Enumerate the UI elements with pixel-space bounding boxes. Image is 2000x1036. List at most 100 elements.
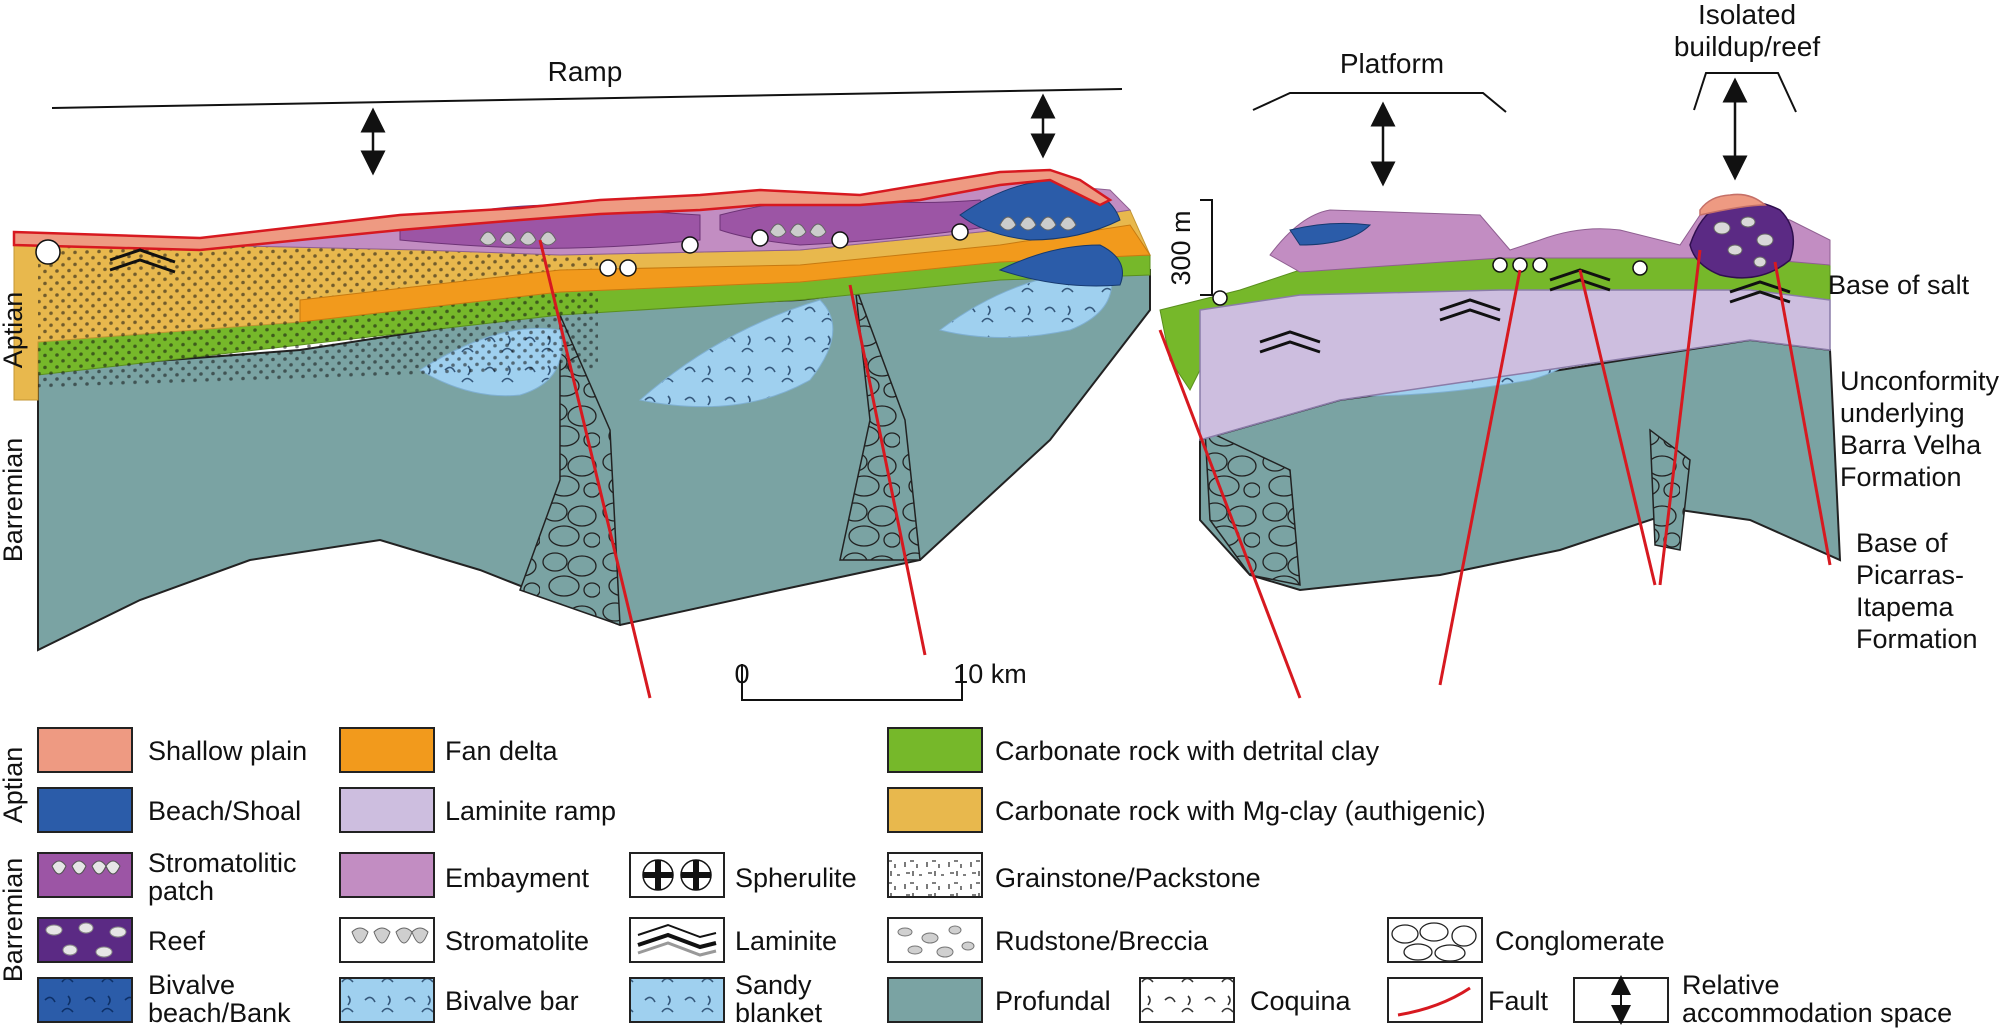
legend-item-shallow-plain: Shallow plain bbox=[37, 727, 307, 773]
svg-text:Bivalve: Bivalve bbox=[148, 970, 235, 1000]
fault-line bbox=[538, 239, 652, 699]
bivalve-bar bbox=[938, 269, 1113, 338]
scale-start-label: 0 bbox=[734, 659, 749, 689]
platform-setting: Platform bbox=[1252, 48, 1507, 187]
fault-line bbox=[848, 284, 927, 656]
base-of-salt-label: Base of salt bbox=[1828, 270, 1970, 300]
svg-text:blanket: blanket bbox=[735, 998, 823, 1028]
legend-item-carbonate-mg: Carbonate rock with Mg-clay (authigenic) bbox=[887, 787, 1486, 833]
svg-text:Beach/Shoal: Beach/Shoal bbox=[148, 796, 301, 826]
svg-text:Fan delta: Fan delta bbox=[445, 736, 559, 766]
svg-text:Laminite: Laminite bbox=[735, 926, 837, 956]
legend-item-sandy-blanket: Sandy blanket bbox=[629, 970, 823, 1028]
legend-item-spherulite: Spherulite bbox=[629, 852, 857, 898]
legend-item-laminite-ramp: Laminite ramp bbox=[339, 787, 616, 833]
svg-text:Shallow plain: Shallow plain bbox=[148, 736, 307, 766]
aptian-section-label: Aptian bbox=[0, 292, 28, 369]
faults bbox=[538, 239, 1832, 699]
legend-item-profundal: Profundal bbox=[887, 977, 1111, 1023]
svg-text:Coquina: Coquina bbox=[1250, 986, 1352, 1016]
svg-text:Profundal: Profundal bbox=[995, 986, 1111, 1016]
fault-line bbox=[1438, 269, 1522, 686]
base-picarras-line2: Picarras- bbox=[1856, 560, 1964, 590]
svg-text:Carbonate rock with Mg-clay (a: Carbonate rock with Mg-clay (authigenic) bbox=[995, 796, 1486, 826]
svg-text:Stromatolite: Stromatolite bbox=[445, 926, 589, 956]
isolated-label-line2: buildup/reef bbox=[1674, 31, 1821, 62]
fault-line bbox=[1158, 329, 1302, 699]
legend-item-coquina: Coquina bbox=[1139, 977, 1352, 1023]
legend-item-stromatolite: Stromatolite bbox=[339, 917, 589, 963]
ramp-setting: Ramp bbox=[51, 56, 1123, 176]
vertical-scale-label: 300 m bbox=[1166, 210, 1196, 285]
isolated-label-line1: Isolated bbox=[1698, 0, 1796, 30]
unconformity-line4: Formation bbox=[1840, 462, 1962, 492]
legend-item-rudstone: Rudstone/Breccia bbox=[887, 917, 1209, 963]
svg-text:Reef: Reef bbox=[148, 926, 206, 956]
legend-item-fault: Fault bbox=[1387, 977, 1549, 1023]
legend-item-reef: Reef bbox=[37, 917, 206, 963]
stromatolite-cluster bbox=[479, 216, 1077, 246]
svg-text:beach/Bank: beach/Bank bbox=[148, 998, 291, 1028]
legend: Aptian Barremian Shallow plain Beach/Sho… bbox=[0, 727, 1952, 1028]
legend-item-embayment: Embayment bbox=[339, 852, 590, 898]
conglomerate-wedge bbox=[839, 284, 921, 561]
base-picarras-line1: Base of bbox=[1856, 528, 1948, 558]
laminite-ramp-body bbox=[1199, 289, 1831, 441]
svg-text:Spherulite: Spherulite bbox=[735, 863, 857, 893]
svg-text:accommodation space: accommodation space bbox=[1682, 998, 1952, 1028]
legend-aptian-label: Aptian bbox=[0, 747, 28, 824]
legend-item-stromatolitic-patch: Stromatolitic patch bbox=[37, 848, 297, 906]
svg-text:Relative: Relative bbox=[1682, 970, 1780, 1000]
shallow-plain-body bbox=[1699, 193, 1768, 216]
svg-text:Sandy: Sandy bbox=[735, 970, 812, 1000]
fault-line bbox=[1773, 261, 1832, 566]
beach-shoal-body bbox=[1289, 222, 1372, 246]
spherulite-symbols bbox=[35, 223, 1648, 306]
scale-end-label: 10 km bbox=[953, 659, 1027, 689]
svg-text:Embayment: Embayment bbox=[445, 863, 590, 893]
conglomerate-wedge bbox=[519, 314, 621, 627]
base-picarras-line4: Formation bbox=[1856, 624, 1978, 654]
ramp-label: Ramp bbox=[548, 56, 623, 87]
legend-item-conglomerate: Conglomerate bbox=[1387, 917, 1665, 963]
svg-text:Conglomerate: Conglomerate bbox=[1495, 926, 1665, 956]
svg-text:Grainstone/Packstone: Grainstone/Packstone bbox=[995, 863, 1261, 893]
legend-item-bivalve-bar: Bivalve bar bbox=[339, 977, 579, 1023]
barremian-section-label: Barremian bbox=[0, 438, 28, 563]
bivalve-bar bbox=[638, 299, 834, 408]
isolated-buildup-setting: Isolated buildup/reef bbox=[1674, 0, 1821, 181]
vertical-scale-bar: 300 m bbox=[1166, 199, 1213, 296]
shallow-plain-body bbox=[12, 168, 1113, 252]
legend-barremian-label: Barremian bbox=[0, 858, 28, 983]
svg-text:Bivalve bar: Bivalve bar bbox=[445, 986, 579, 1016]
svg-text:Rudstone/Breccia: Rudstone/Breccia bbox=[995, 926, 1209, 956]
svg-text:Laminite ramp: Laminite ramp bbox=[445, 796, 616, 826]
legend-item-carbonate-detrital: Carbonate rock with detrital clay bbox=[887, 727, 1380, 773]
svg-text:patch: patch bbox=[148, 876, 214, 906]
legend-item-beach-shoal: Beach/Shoal bbox=[37, 787, 301, 833]
right-side-labels: Base of salt Unconformity underlying Bar… bbox=[1828, 270, 2000, 654]
fault-line bbox=[1658, 249, 1702, 586]
fan-delta-body bbox=[299, 224, 1151, 323]
cross-section bbox=[12, 168, 1842, 699]
svg-text:Carbonate rock with detrital c: Carbonate rock with detrital clay bbox=[995, 736, 1380, 766]
beach-shoal-body bbox=[998, 244, 1123, 287]
reef-clasts bbox=[1713, 216, 1774, 268]
svg-text:Fault: Fault bbox=[1488, 986, 1549, 1016]
legend-item-accommodation: Relative accommodation space bbox=[1573, 970, 1952, 1028]
unconformity-line3: Barra Velha bbox=[1840, 430, 1982, 460]
unconformity-line1: Unconformity bbox=[1840, 366, 2000, 396]
platform-label: Platform bbox=[1340, 48, 1444, 79]
profundal-body bbox=[1199, 338, 1842, 592]
legend-item-laminite: Laminite bbox=[629, 917, 837, 963]
legend-item-grainstone: Grainstone/Packstone bbox=[887, 852, 1261, 898]
base-picarras-line3: Itapema bbox=[1856, 592, 1955, 622]
fault-line bbox=[1578, 269, 1657, 586]
unconformity-line2: underlying bbox=[1840, 398, 1965, 428]
conglomerate-wedge bbox=[1204, 428, 1301, 586]
legend-item-bivalve-beach: Bivalve beach/Bank bbox=[37, 970, 291, 1028]
legend-item-fan-delta: Fan delta bbox=[339, 727, 559, 773]
horizontal-scale-bar: 0 10 km bbox=[734, 659, 1027, 701]
svg-text:Stromatolitic: Stromatolitic bbox=[148, 848, 297, 878]
